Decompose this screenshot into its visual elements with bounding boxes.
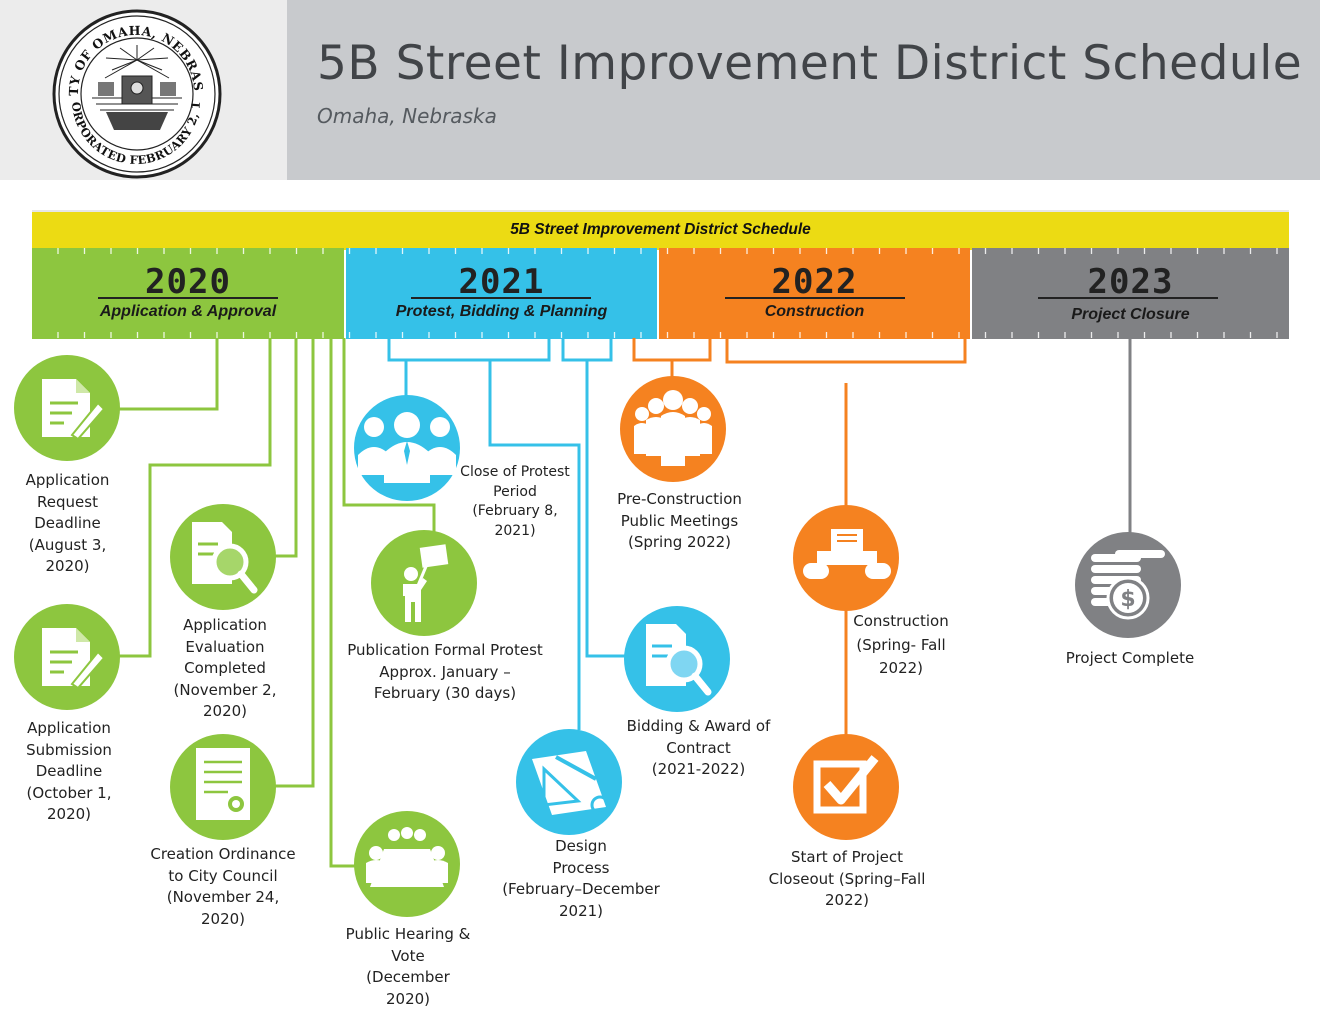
label-line: 2020) [385, 989, 431, 1008]
protest-sign-icon [371, 530, 477, 636]
label-line: Bidding & Award of [626, 717, 771, 735]
year-underline [411, 297, 591, 299]
title-panel: 5B Street Improvement District Schedule … [287, 0, 1320, 180]
year-label: 2022 [771, 262, 858, 302]
year-underline [98, 297, 278, 299]
milestone-label: Creation Ordinance to City Council (Novemb… [148, 844, 298, 930]
document-pen-icon [14, 355, 120, 461]
label-line: 2022) [824, 891, 870, 909]
crowd-icon [620, 376, 726, 482]
label-line: Creation Ordinance [150, 845, 296, 863]
label-line: Deadline [35, 762, 103, 780]
people-group-icon [354, 395, 460, 501]
svg-text:$: $ [1120, 587, 1135, 612]
year-block-2021: 2021 Protest, Bidding & Planning [346, 248, 657, 339]
milestone-label: Bidding & Award of Contract (2021-2022) [622, 716, 775, 781]
label-line: (Spring 2022) [627, 533, 732, 551]
year-underline [725, 297, 905, 299]
label-line: 2021) [558, 901, 604, 920]
label-line: Request [37, 492, 98, 511]
label-line: (Spring- Fall [856, 635, 946, 654]
year-block-2023: 2023 Project Closure [972, 248, 1289, 339]
year-block-2020: 2020 Application & Approval [32, 248, 344, 339]
label-line: Vote [391, 946, 425, 965]
certificate-icon [170, 734, 276, 840]
label-line: Submission [26, 740, 112, 759]
year-underline [1038, 297, 1218, 299]
label-line: Application [183, 616, 267, 634]
label-line: 2020) [45, 557, 90, 575]
label-line: Closeout (Spring–Fall [768, 869, 926, 888]
year-label: 2023 [1087, 262, 1174, 302]
blueprint-icon [516, 729, 622, 835]
timeline-title-bar: 5B Street Improvement District Schedule [32, 210, 1289, 250]
page-subtitle: Omaha, Nebraska [317, 104, 497, 128]
label-line: February (30 days) [373, 684, 517, 702]
label-line: Pre-Construction [617, 490, 742, 508]
page-title: 5B Street Improvement District Schedule [317, 36, 1303, 91]
label-line: 2020) [202, 702, 248, 720]
label-line: to City Council [168, 866, 278, 885]
document-pen-icon [14, 604, 120, 710]
road-roller-icon [793, 505, 899, 611]
label-line: Approx. January – [379, 662, 511, 681]
label-line: Period [493, 483, 537, 500]
label-line: (November 2, [173, 680, 277, 699]
year-block-2022: 2022 Construction [659, 248, 970, 339]
label-line: 2022) [878, 659, 924, 677]
city-seal-logo: CITY OF OMAHA, NEBRASKA INCORPORATED FEB… [0, 0, 222, 179]
label-line: (November 24, [166, 888, 280, 906]
label-line: Publication Formal Protest [347, 641, 543, 659]
coins-dollar-icon: $ [1075, 532, 1181, 638]
label-line: (February–December [502, 880, 660, 898]
label-line: Process [552, 858, 610, 877]
label-line: Close of Protest [460, 464, 570, 480]
document-search-icon [170, 504, 276, 610]
meeting-table-icon [354, 811, 460, 917]
timeline-title: 5B Street Improvement District Schedule [510, 221, 811, 238]
label-line: 2020) [46, 805, 92, 823]
year-label: 2020 [145, 262, 231, 302]
label-line: 2021) [494, 522, 536, 539]
milestone-label: Project Complete [1055, 648, 1205, 670]
label-line: Application [27, 719, 111, 737]
phase-label: Application & Approval [99, 303, 277, 320]
label-line: Public Hearing & [345, 925, 471, 943]
label-line: Contract [666, 738, 731, 757]
logo-panel: CITY OF OMAHA, NEBRASKA INCORPORATED FEB… [0, 0, 287, 180]
label-line: Evaluation [185, 637, 265, 656]
label-line: (December [366, 968, 450, 986]
label-line: Application [25, 471, 110, 489]
label-line: Public Meetings [620, 511, 739, 530]
checkbox-icon [793, 734, 899, 840]
year-label: 2021 [458, 262, 545, 302]
phase-label: Protest, Bidding & Planning [395, 303, 608, 320]
document-search-icon [624, 606, 730, 712]
milestone-label: Construction (Spring- Fall 2022) [846, 610, 956, 681]
label-line: (2021-2022) [651, 760, 746, 778]
phase-label: Project Closure [1071, 306, 1190, 323]
label-line: Design [555, 837, 607, 855]
label-line: Deadline [34, 514, 101, 532]
label-line: (February 8, [472, 503, 558, 519]
label-line: Start of Project [791, 848, 903, 866]
label-line: Construction [853, 612, 949, 630]
label-line: (October 1, [26, 783, 112, 802]
milestone-label: Public Hearing & Vote (December 2020) [338, 924, 478, 1010]
phase-label: Construction [764, 303, 865, 320]
label-line: Completed [184, 659, 266, 677]
label-line: (August 3, [28, 535, 107, 554]
label-line: Project Complete [1065, 649, 1195, 667]
label-line: 2020) [200, 909, 246, 928]
